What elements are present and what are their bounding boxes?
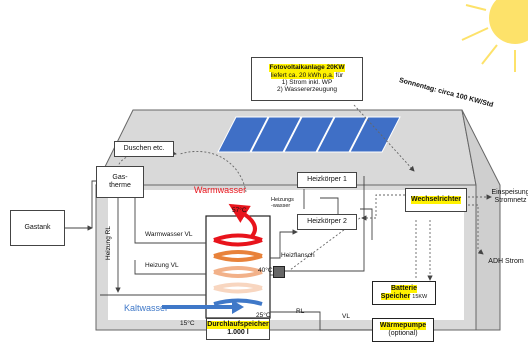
waermepumpe-box: Wärmepumpe (optional) — [372, 318, 434, 342]
waermepumpe-title: Wärmepumpe — [379, 321, 427, 330]
batterie-kw: 15KW — [412, 294, 428, 300]
vl-label: VL — [342, 313, 350, 320]
einspeisung-box: Einspeisung Stromnetz — [491, 188, 528, 204]
wechselrichter-box: Wechselrichter — [405, 188, 467, 212]
heizungswasser-label: Heizungs -wasser — [271, 197, 294, 209]
batterie-speicher: Speicher — [380, 293, 411, 300]
solar-panels — [217, 116, 401, 153]
speicher-box: Durchlaufspeicher 1.000 l — [206, 318, 270, 340]
pv-item-2: 2) Wassererzeugung — [276, 86, 338, 94]
heizkoerper-1-box: Heizkörper 1 — [297, 172, 357, 188]
hot-water-arrow — [228, 203, 257, 238]
heizkoerper-2-box: Heizkörper 2 — [297, 214, 357, 230]
pv-title: Fotovoltaikanlage 20KW — [269, 64, 345, 72]
temp-15: 15°C — [180, 320, 195, 327]
pv-fuer: für — [335, 71, 344, 79]
gastherme-box: Gas- therme — [96, 166, 144, 198]
pv-line2: liefert ca. 20 kWh p.a. für — [270, 71, 344, 79]
batterie-box: Batterie Speicher 15KW — [372, 281, 436, 305]
speicher-volume: 1.000 l — [227, 329, 249, 336]
heizung-rl-label: Heizung RL — [105, 226, 112, 260]
temp-25: 25°C — [256, 312, 271, 319]
heizflansch-block — [273, 266, 285, 278]
speicher-title: Durchlaufspeicher — [207, 320, 269, 329]
gastank-box: Gastank — [10, 210, 65, 246]
batterie-title: Batterie — [390, 284, 418, 293]
tank-coils — [213, 233, 263, 306]
pv-item-1: 1) Strom inkl. WP — [281, 79, 333, 86]
heizung-vl-label: Heizung VL — [145, 262, 179, 269]
pv-info-box: Fotovoltaikanlage 20KW liefert ca. 20 kW… — [251, 57, 363, 101]
kaltwasser-label: Kaltwasser — [124, 303, 169, 313]
duschen-box: Duschen etc. — [114, 141, 174, 157]
batterie-line2: Speicher 15KW — [380, 293, 428, 301]
sun-icon — [461, 0, 528, 72]
temp-57: 57°C — [232, 207, 247, 214]
warmwasser-vl-label: Warmwasser VL — [145, 231, 193, 238]
wechselrichter-label: Wechselrichter — [410, 195, 462, 205]
adh-strom-box: ADH Strom — [488, 257, 524, 265]
waermepumpe-optional: (optional) — [388, 330, 418, 337]
temp-40: 40°C — [258, 267, 273, 274]
warmwasser-label: Warmwasser — [194, 185, 247, 195]
rl-label: RL — [296, 308, 305, 315]
pv-capacity: liefert ca. 20 kWh p.a. — [270, 71, 334, 79]
heizflansch-label: Heizflansch — [281, 252, 315, 259]
